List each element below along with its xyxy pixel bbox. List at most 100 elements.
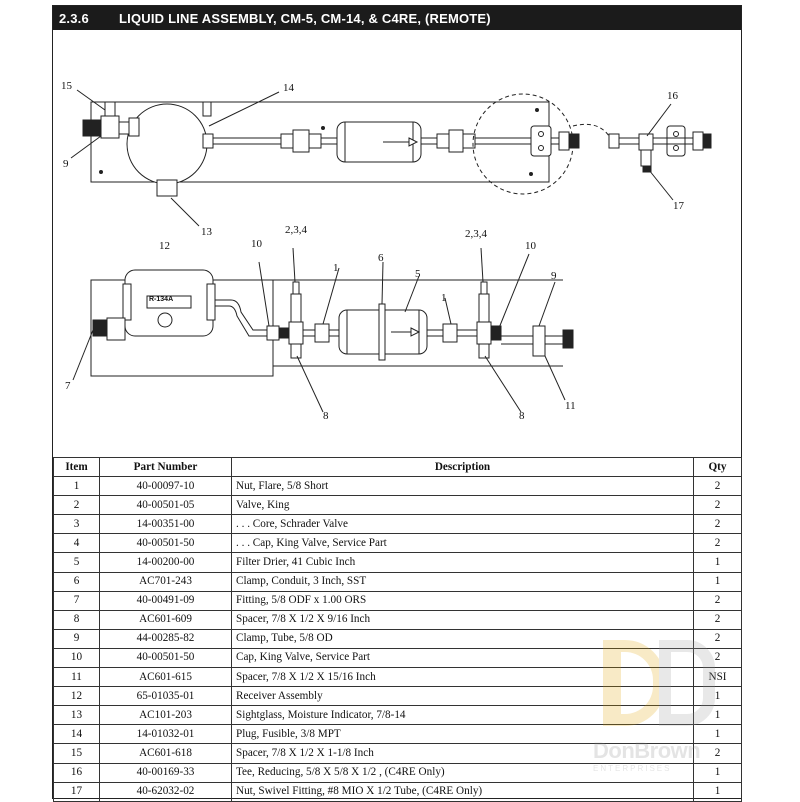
cell-part-number: 40-00501-50 [99,533,232,554]
callout-5: 5 [415,268,421,280]
cell-description: Spacer, 7/8 X 1/2 X 9/16 Inch [231,609,694,630]
c4re-tee-detail [608,125,712,173]
cell-part-number: AC701-243 [99,571,232,592]
cell-qty: 1 [693,781,742,802]
diagram-drawing [70,89,712,413]
cell-description: Receiver Assembly [231,686,694,707]
cell-item: 1 [53,476,100,497]
cell-part-number: 40-00097-10 [99,476,232,497]
header-description: Description [231,456,694,478]
cell-item: 2 [53,495,100,516]
cell-item: 7 [53,590,100,611]
cell-part-number: 40-00491-09 [99,590,232,611]
cell-qty: 2 [693,647,742,669]
cell-part-number: 40-00501-50 [99,647,232,669]
cell-qty: NSI [693,667,742,688]
callout-9-top: 9 [63,158,69,170]
cell-qty: 2 [693,514,742,535]
section-number: 2.3.6 [59,10,89,26]
callout-12: 12 [159,240,170,252]
header-item: Item [53,456,100,478]
cell-item: 3 [53,514,100,535]
cell-part-number: AC601-609 [99,609,232,630]
cell-item: 6 [53,571,100,592]
cell-item: 14 [53,724,100,745]
cell-description: Sightglass, Moisture Indicator, 7/8-14 [231,705,694,726]
cell-qty: 2 [693,495,742,516]
cell-part-number: 14-01032-01 [99,724,232,745]
cell-item: 16 [53,762,100,783]
cell-qty: 2 [693,609,742,630]
cell-description: . . . Cap, King Valve, Service Part [231,533,694,554]
cell-description: . . . Core, Schrader Valve [231,514,694,535]
cell-qty: 2 [693,743,742,764]
parts-table-header-row: Item Part Number Description Qty [53,456,742,478]
cell-qty: 2 [693,590,742,611]
cell-part-number: 40-62032-02 [99,781,232,802]
bottom-assembly [72,247,574,413]
cell-qty: 1 [693,762,742,783]
callout-16: 16 [667,90,678,102]
cell-description: Spacer, 7/8 X 1/2 X 1-1/8 Inch [231,743,694,764]
top-filter-drier [336,121,422,163]
cell-description: Valve, King [231,495,694,516]
cell-part-number: AC601-618 [99,743,232,764]
cell-description: Nut, Flare, 5/8 Short [231,476,694,497]
top-receiver-tank [126,103,208,185]
cell-description: Filter Drier, 41 Cubic Inch [231,552,694,573]
callout-7: 7 [65,380,71,392]
cell-part-number: 65-01035-01 [99,686,232,707]
cell-description: Plug, Fusible, 3/8 MPT [231,724,694,745]
cell-item: 13 [53,705,100,726]
cell-part-number: AC101-203 [99,705,232,726]
callout-8-right: 8 [519,410,525,422]
top-sightglass [156,179,178,197]
cell-description: Spacer, 7/8 X 1/2 X 15/16 Inch [231,667,694,688]
cell-qty: 1 [693,724,742,745]
cell-description: Nut, Swivel Fitting, #8 MIO X 1/2 Tube, … [231,781,694,802]
callout-15: 15 [61,80,72,92]
cell-item: 11 [53,667,100,688]
cell-item: 8 [53,609,100,630]
cell-description: Tee, Reducing, 5/8 X 5/8 X 1/2 , (C4RE O… [231,762,694,783]
callout-10-left: 10 [251,238,262,250]
callout-14: 14 [283,82,294,94]
document-frame: 2.3.6 LIQUID LINE ASSEMBLY, CM-5, CM-14,… [52,5,742,802]
cell-qty: 2 [693,533,742,554]
cell-part-number: 40-00501-05 [99,495,232,516]
cell-qty: 1 [693,705,742,726]
section-title: LIQUID LINE ASSEMBLY, CM-5, CM-14, & C4R… [119,10,491,26]
cell-part-number: 14-00351-00 [99,514,232,535]
cell-item: 10 [53,647,100,669]
section-title-bar: 2.3.6 LIQUID LINE ASSEMBLY, CM-5, CM-14,… [53,6,741,30]
cell-description: Clamp, Tube, 5/8 OD [231,628,694,649]
cell-description: Fitting, 5/8 ODF x 1.00 ORS [231,590,694,611]
cell-qty: 2 [693,476,742,497]
cell-qty: 1 [693,552,742,573]
callout-11: 11 [565,400,576,412]
cell-part-number: 14-00200-00 [99,552,232,573]
cell-qty: 1 [693,571,742,592]
cell-qty: 1 [693,686,742,707]
receiver-refrigerant-label: R-134A [149,296,174,303]
cell-item: 15 [53,743,100,764]
callout-13: 13 [201,226,212,238]
cell-item: 4 [53,533,100,554]
cell-description: Cap, King Valve, Service Part [231,647,694,669]
callout-17: 17 [673,200,684,212]
